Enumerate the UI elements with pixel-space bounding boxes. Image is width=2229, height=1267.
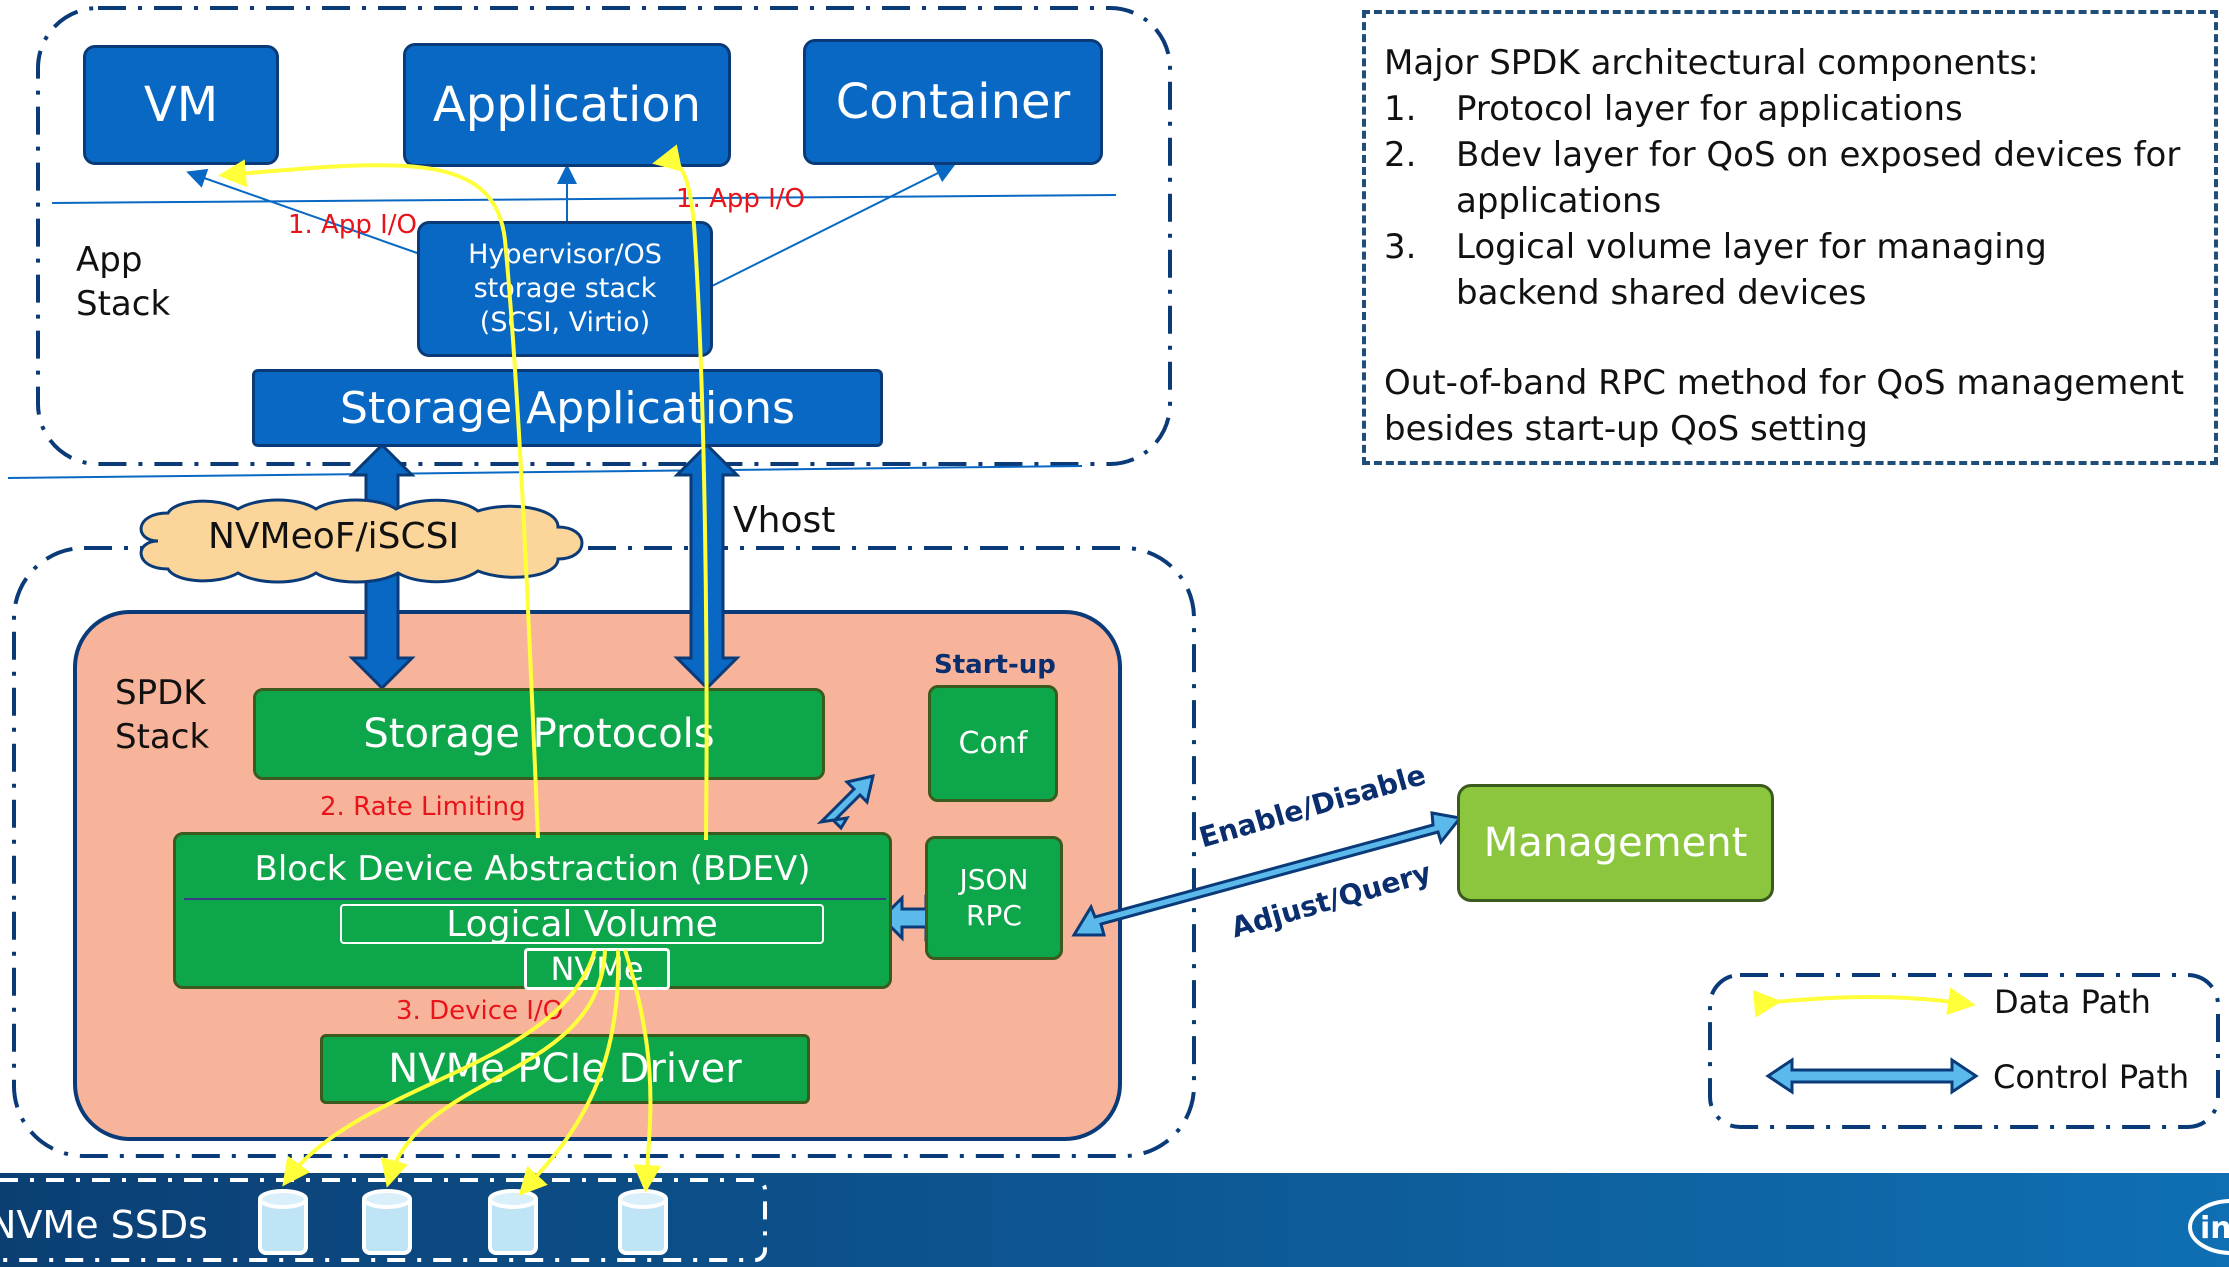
json-rpc-line2: RPC — [966, 899, 1022, 932]
rate-limiting-annotation: 2. Rate Limiting — [320, 792, 526, 822]
hypervisor-line2: storage stack — [473, 273, 657, 304]
ssd1-data-path — [282, 949, 597, 1187]
ssd4-data-path — [623, 949, 662, 1193]
management-label: Management — [1483, 820, 1748, 866]
conf-label: Conf — [958, 726, 1028, 761]
container-label: Container — [835, 74, 1071, 130]
notes-item-3-text: Logical volume layer for managing backen… — [1456, 227, 2047, 313]
nvmeof-label: NVMeoF/iSCSI — [208, 516, 460, 557]
stack-boundary-line — [7, 465, 1083, 479]
app-stack-top-divider — [51, 194, 1117, 204]
ssd-cylinders-front — [258, 1189, 668, 1255]
storage-applications-box: Storage Applications — [252, 369, 883, 447]
vm-data-path — [218, 159, 540, 839]
notes-item-3: 3. Logical volume layer for managing back… — [1384, 224, 2196, 316]
hypervisor-to-container-arrow — [711, 164, 956, 287]
spdk-label-line2: Stack — [115, 717, 210, 757]
storage-applications-label: Storage Applications — [340, 382, 795, 434]
json-rpc-box: JSON RPC — [925, 836, 1063, 960]
legend-control-path: Control Path — [1993, 1058, 2190, 1096]
legend-data-path: Data Path — [1994, 983, 2151, 1021]
nvme-pcie-driver-label: NVMe PCIe Driver — [388, 1046, 742, 1092]
application-data-path — [652, 144, 709, 841]
bdev-label: Block Device Abstraction (BDEV) — [254, 849, 811, 889]
intel-logo-icon: in — [2188, 1199, 2229, 1255]
management-box: Management — [1457, 784, 1774, 902]
legend-region — [1708, 973, 2220, 1129]
logical-volume-label: Logical Volume — [446, 903, 718, 945]
vm-label: VM — [143, 77, 219, 133]
notes-heading: Major SPDK architectural components: — [1384, 43, 2039, 83]
svg-text:in: in — [2200, 1211, 2229, 1246]
data-path-legend-icon — [1752, 987, 1976, 1018]
ssd2-data-path — [380, 949, 607, 1188]
application-box: Application — [403, 43, 731, 167]
container-box: Container — [803, 39, 1103, 165]
spdk-label-line1: SPDK — [115, 673, 206, 713]
hypervisor-line1: Hypervisor/OS — [468, 239, 662, 270]
app-io-annotation-right: 1. App I/O — [676, 184, 806, 214]
startup-label: Start-up — [934, 650, 1056, 680]
app-stack-label-line1: App — [76, 240, 143, 280]
json-rpc-line1: JSON — [959, 863, 1029, 896]
storage-protocols-box: Storage Protocols — [253, 688, 825, 780]
notes-item-3-number: 3. — [1384, 227, 1417, 267]
app-io-annotation-left: 1. App I/O — [288, 210, 418, 240]
vm-box: VM — [83, 45, 279, 165]
notes-item-2-number: 2. — [1384, 135, 1417, 175]
notes-item-1: 1. Protocol layer for applications — [1384, 86, 2196, 132]
hypervisor-line3: (SCSI, Virtio) — [479, 307, 651, 338]
nvme-pcie-driver-box: NVMe PCIe Driver — [320, 1034, 810, 1104]
ssd-group-border — [0, 1178, 767, 1262]
application-label: Application — [432, 77, 702, 133]
conf-to-bdev-arrow — [816, 773, 876, 831]
logical-volume-box: Logical Volume — [340, 903, 824, 945]
notes-box: Major SPDK architectural components: 1. P… — [1362, 10, 2218, 465]
notes-item-1-text: Protocol layer for applications — [1456, 89, 1963, 129]
ssd3-data-path — [518, 949, 621, 1196]
nvme-ssds-label: NVMe SSDs — [0, 1203, 208, 1247]
spdk-stack-region — [12, 546, 1196, 1158]
vhost-label: Vhost — [733, 500, 836, 541]
app-stack-region — [36, 6, 1172, 466]
notes-item-2: 2. Bdev layer for QoS on exposed devices … — [1384, 132, 2196, 224]
spdk-stack-label: SPDK Stack — [115, 671, 209, 759]
conf-box: Conf — [928, 685, 1058, 802]
nvmeof-cloud — [139, 498, 584, 584]
control-path-legend-icon — [1765, 1057, 1979, 1095]
notes-footer: Out-of-band RPC method for QoS managemen… — [1384, 363, 2185, 449]
device-io-annotation: 3. Device I/O — [396, 996, 564, 1026]
app-stack-label-line2: Stack — [76, 284, 171, 324]
notes-item-1-number: 1. — [1384, 89, 1417, 129]
notes-item-2-text: Bdev layer for QoS on exposed devices fo… — [1456, 135, 2181, 221]
storage-protocols-label: Storage Protocols — [363, 711, 715, 757]
app-stack-label: App Stack — [76, 238, 170, 326]
notes-list: 1. Protocol layer for applications 2. Bdev… — [1384, 86, 2196, 316]
hypervisor-box: Hypervisor/OS storage stack (SCSI, Virti… — [417, 221, 713, 357]
